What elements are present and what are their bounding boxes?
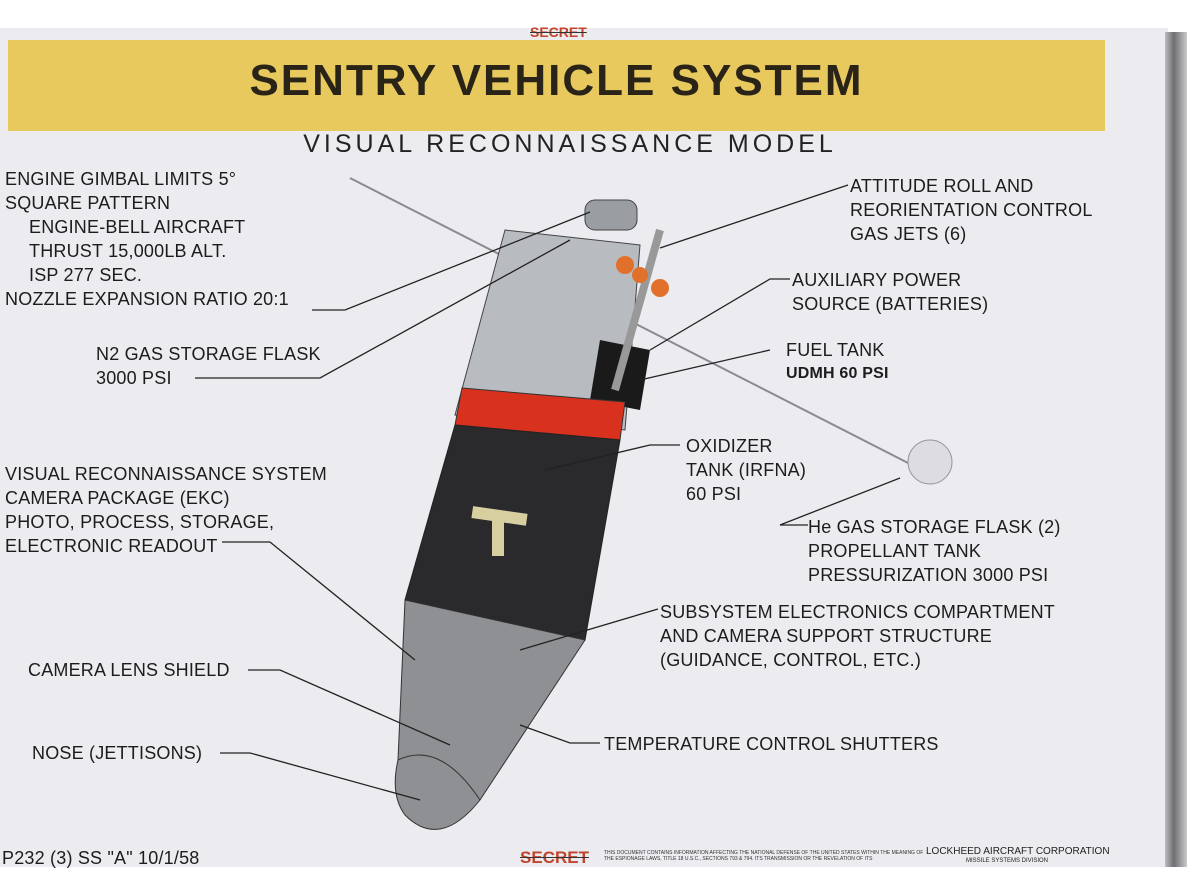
company-name: LOCKHEED AIRCRAFT CORPORATION <box>926 846 1110 857</box>
frame-edge <box>1165 32 1187 867</box>
page-subtitle: VISUAL RECONNAISSANCE MODEL <box>303 130 837 158</box>
lens-shield-label: CAMERA LENS SHIELD <box>28 660 230 680</box>
title-banner <box>8 40 1105 131</box>
leader-lines <box>195 184 901 801</box>
nose-label: NOSE (JETTISONS) <box>32 743 203 763</box>
page-title: SENTRY VEHICLE SYSTEM <box>249 56 864 105</box>
drawing-reference: P232 (3) SS "A" 10/1/58 <box>2 848 200 868</box>
gas-tube <box>611 228 664 392</box>
shutters-label: TEMPERATURE CONTROL SHUTTERS <box>604 734 939 754</box>
helium-flask-sphere <box>907 439 953 485</box>
classification-bottom: SECRET <box>520 848 589 867</box>
gas-jet <box>616 256 634 274</box>
engine-label: ENGINE GIMBAL LIMITS 5°SQUARE PATTERN EN… <box>5 169 289 309</box>
engine-bell <box>584 199 638 231</box>
classification-top: SECRET <box>530 24 587 40</box>
nose-cone <box>394 599 586 830</box>
division-name: MISSILE SYSTEMS DIVISION <box>966 858 1049 864</box>
security-notice: THIS DOCUMENT CONTAINS INFORMATION AFFEC… <box>604 850 924 862</box>
